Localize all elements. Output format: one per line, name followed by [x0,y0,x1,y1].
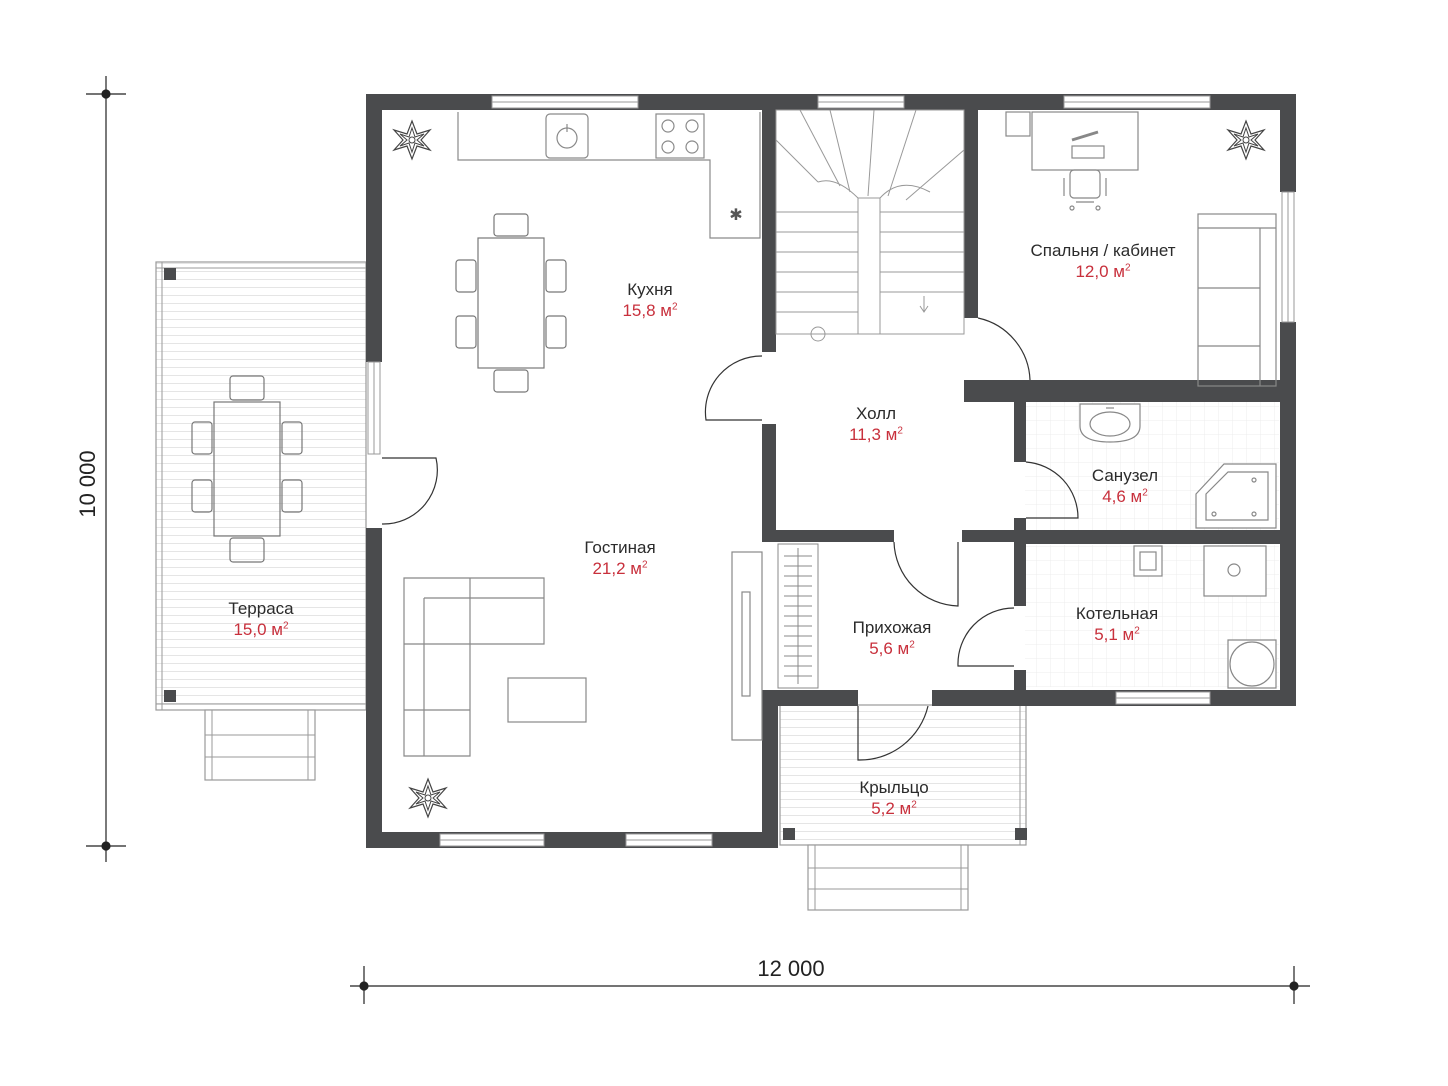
sofa-icon [403,577,545,757]
room-label-kitchen: Кухня 15,8 м2 [622,279,677,322]
bed [1197,213,1277,387]
room-name: Гостиная [584,538,656,557]
plant-icon [393,120,431,160]
room-name: Кухня [627,280,673,299]
terrace-deck [155,261,367,781]
room-area: 15,0 м2 [233,620,289,640]
room-area: 4,6 м2 [1102,487,1148,507]
windows [367,95,1295,847]
room-area: 5,2 м2 [871,799,917,819]
kitchen-counter [457,112,761,239]
chair-icon [1063,169,1107,211]
room-name: Санузел [1091,466,1159,485]
room-label-boiler: Котельная 5,1 м2 [1076,603,1158,646]
room-area: 21,2 м2 [592,559,648,579]
dining-table-kitchen [455,213,567,393]
dining-table-terrace [191,375,303,563]
room-area: 15,8 м2 [622,301,678,321]
room-label-porch: Крыльцо 5,2 м2 [859,777,928,820]
room-area: 5,1 м2 [1094,625,1140,645]
room-area: 12,0 м2 [1075,262,1131,282]
room-name: Крыльцо [859,778,929,797]
door-swing-icon [381,317,1079,761]
dimension-lines [86,76,1310,1004]
desk [1005,111,1139,171]
room-label-living: Гостиная 21,2 м2 [584,537,655,580]
plant-icon [409,778,447,818]
room-name: Спальня / кабинет [1030,241,1176,260]
room-label-bathroom: Санузел 4,6 м2 [1092,465,1158,508]
room-area: 5,6 м2 [869,639,915,659]
room-label-hallway: Прихожая 5,6 м2 [853,617,932,660]
coffee-table [507,677,587,723]
staircase-icon [775,109,965,342]
boiler-icon [1133,545,1277,689]
fan-icon: ✱ [729,205,742,224]
room-area: 11,3 м2 [849,425,903,445]
dimension-width: 12 000 [757,956,825,981]
bathtub-icon [1195,463,1277,529]
room-label-hall: Холл 11,3 м2 [849,403,903,446]
room-label-bedroom: Спальня / кабинет 12,0 м2 [1030,240,1175,283]
room-name: Холл [855,404,897,423]
room-name: Прихожая [852,618,932,637]
sink-icon [1079,403,1141,443]
room-name: Котельная [1075,604,1159,623]
tv-stand [731,551,763,741]
dimension-height: 10 000 [75,450,100,518]
room-name: Терраса [228,599,294,618]
wardrobe [777,543,819,689]
porch-deck [779,704,1027,911]
room-label-terrace: Терраса 15,0 м2 [228,598,293,641]
plant-icon [1227,120,1265,160]
